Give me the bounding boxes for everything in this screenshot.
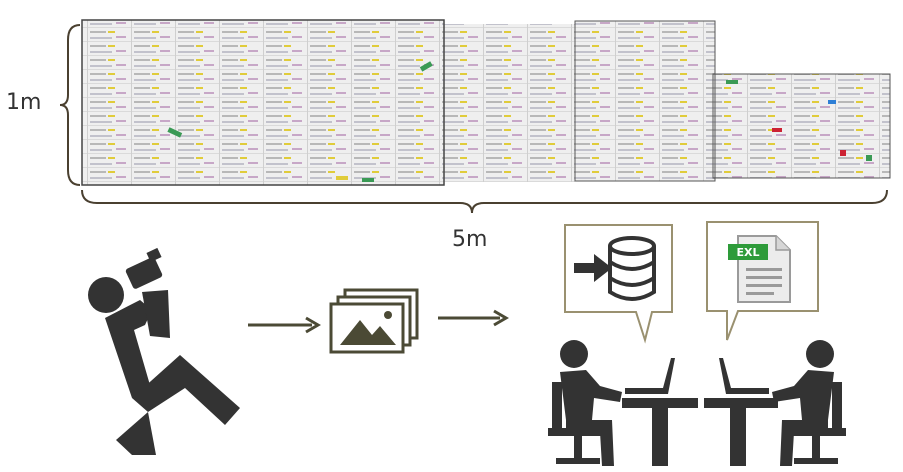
person-at-laptop-icon xyxy=(719,340,846,466)
width-dimension-label: 5m xyxy=(452,227,488,252)
whiteboard-panel xyxy=(713,74,890,178)
whiteboard-panel xyxy=(575,21,715,181)
spreadsheet-file-icon: EXL xyxy=(728,235,791,303)
file-type-badge xyxy=(728,244,768,260)
desk xyxy=(622,398,778,466)
database-import-icon xyxy=(574,236,656,301)
height-brace xyxy=(59,24,81,186)
file-type-label: EXL xyxy=(736,246,759,259)
arrow-right-icon xyxy=(248,316,321,334)
whiteboard-photo xyxy=(81,19,891,186)
photographer-icon xyxy=(88,247,240,455)
photo-gallery-icon xyxy=(329,288,419,354)
database-bubble xyxy=(564,224,673,344)
whiteboard-panel xyxy=(440,24,575,182)
width-brace xyxy=(81,189,888,214)
file-bubble: EXL xyxy=(706,221,819,341)
arrow-right-icon xyxy=(438,309,509,327)
height-dimension-label: 1m xyxy=(6,90,42,115)
person-at-laptop-icon xyxy=(548,340,675,466)
whiteboard-panel xyxy=(82,20,444,185)
